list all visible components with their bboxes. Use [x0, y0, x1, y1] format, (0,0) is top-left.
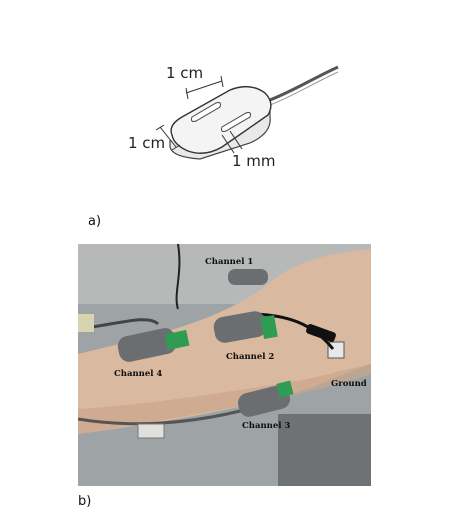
forearm-photo [78, 244, 371, 486]
electrode-sketch [155, 65, 339, 160]
panel-a-label: a) [88, 214, 102, 229]
channel-3-label: Channel 3 [242, 421, 291, 431]
panel-b-label: b) [78, 494, 92, 509]
channel-2-label: Channel 2 [226, 352, 275, 362]
channel-1-label: Channel 1 [205, 257, 254, 267]
channel-4-label: Channel 4 [114, 369, 163, 379]
dimension-left-label: 1 cm [128, 134, 166, 152]
dimension-gap-label: 1 mm [232, 152, 276, 170]
dimension-top-label: 1 cm [166, 64, 204, 82]
ground-label: Ground [331, 379, 367, 389]
